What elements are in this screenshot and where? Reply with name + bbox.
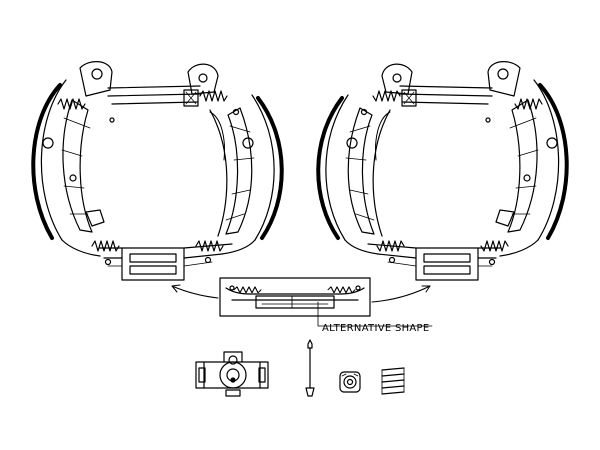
adjuster-strut-left bbox=[107, 85, 201, 105]
top-pivot-plate-right bbox=[187, 63, 219, 95]
friction-lining-left bbox=[31, 83, 62, 240]
lower-bracket-left bbox=[85, 209, 105, 227]
shoe-web-left bbox=[62, 99, 93, 233]
brake-shoe-assembly-right bbox=[316, 61, 569, 281]
hold-down-hole-left-b bbox=[242, 137, 254, 149]
arrow-to-left-assembly bbox=[171, 285, 219, 299]
inner-guide-curve-left bbox=[209, 109, 228, 237]
inset-frame bbox=[219, 277, 371, 317]
shoe-rim-left bbox=[40, 79, 67, 241]
hold-down-cup bbox=[339, 371, 361, 393]
friction-lining-right bbox=[256, 96, 284, 240]
alternative-shape-label: ALTERNATIVE SHAPE bbox=[322, 323, 430, 334]
alternative-shape-inset bbox=[219, 277, 371, 317]
adjuster-wheel-left bbox=[183, 89, 199, 107]
wheel-cylinder bbox=[195, 351, 269, 397]
hold-down-hole-left-a bbox=[42, 137, 54, 149]
shoe-web-right bbox=[225, 107, 253, 235]
brake-shoe-assembly-left bbox=[31, 61, 284, 281]
bottom-anchor-block-left bbox=[99, 243, 233, 281]
hold-down-spring bbox=[381, 367, 405, 395]
callout-leader bbox=[317, 301, 433, 327]
shoe-rim-right bbox=[251, 94, 275, 241]
hold-down-pin bbox=[305, 339, 315, 397]
pivot-hole-right bbox=[198, 73, 208, 83]
arrow-head-right bbox=[421, 285, 431, 293]
pivot-hole-left bbox=[91, 68, 103, 80]
bottom-spring-left-a bbox=[91, 240, 120, 252]
arrow-head-left bbox=[171, 284, 181, 293]
top-pivot-plate-left bbox=[79, 61, 113, 97]
arrow-to-right-assembly bbox=[371, 285, 431, 303]
